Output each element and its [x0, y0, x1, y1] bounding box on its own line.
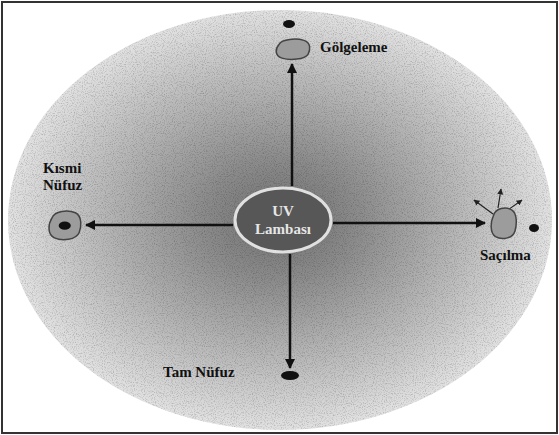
microorganism-full: Tam Nüfuz: [281, 371, 299, 380]
particle-blob: [272, 37, 312, 61]
uv-field-texture: [8, 10, 552, 430]
microorganism-dot: [529, 224, 539, 232]
scatter-ray: [498, 189, 501, 208]
scatter-ray: [474, 200, 493, 214]
uv-field: [8, 10, 552, 430]
radiation-arrow: [333, 222, 485, 225]
microorganism-dot: [283, 20, 295, 28]
particle-scatter: Saçılma: [488, 205, 518, 241]
particle-blob: [45, 208, 83, 242]
particle-blob: [488, 205, 518, 241]
microorganism-dot: [281, 371, 299, 380]
radiation-arrow: [291, 64, 294, 186]
particle-shading: Gölgeleme: [272, 37, 312, 61]
effect-label: Tam Nüfuz: [163, 364, 235, 381]
effect-label: Kısmi Nüfuz: [43, 160, 115, 194]
effect-label: Gölgeleme: [320, 39, 387, 56]
particle-partial: Kısmi Nüfuz: [45, 208, 83, 242]
uv-lamp: UV Lambası: [233, 186, 333, 254]
lamp-label: UV Lambası: [251, 202, 315, 238]
radiation-arrow: [86, 224, 233, 227]
lamp-ellipse: [233, 186, 333, 254]
effect-label: Saçılma: [480, 247, 531, 264]
radiation-arrow: [289, 254, 292, 368]
